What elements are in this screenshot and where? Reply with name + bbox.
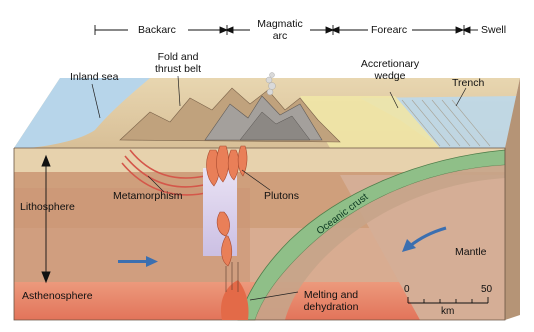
- scale-max-label: 50: [481, 284, 492, 296]
- label-metamorphism: Metamorphism: [113, 190, 182, 202]
- label-mantle: Mantle: [455, 246, 487, 258]
- scale-unit-label: km: [441, 306, 454, 318]
- scale-min-label: 0: [404, 284, 410, 296]
- label-accretionary-line1: Accretionary: [352, 58, 428, 70]
- zone-label-forearc: Forearc: [371, 24, 407, 36]
- label-plutons: Plutons: [264, 190, 299, 202]
- label-melting-line2: dehydration: [294, 301, 368, 313]
- zone-label-arc: arc: [252, 30, 308, 42]
- label-asthenosphere: Asthenosphere: [22, 290, 93, 302]
- label-inland-sea: Inland sea: [70, 71, 118, 83]
- zone-label-magmatic: Magmatic: [252, 18, 308, 30]
- label-trench: Trench: [452, 77, 484, 89]
- zone-label-backarc: Backarc: [138, 24, 176, 36]
- label-accretionary-line2: wedge: [352, 70, 428, 82]
- label-fold-belt-line1: Fold and: [145, 51, 211, 63]
- label-lithosphere: Lithosphere: [20, 201, 75, 213]
- label-melting-line1: Melting and: [294, 289, 368, 301]
- zone-label-swell: Swell: [481, 24, 506, 36]
- label-fold-belt-line2: thrust belt: [145, 63, 211, 75]
